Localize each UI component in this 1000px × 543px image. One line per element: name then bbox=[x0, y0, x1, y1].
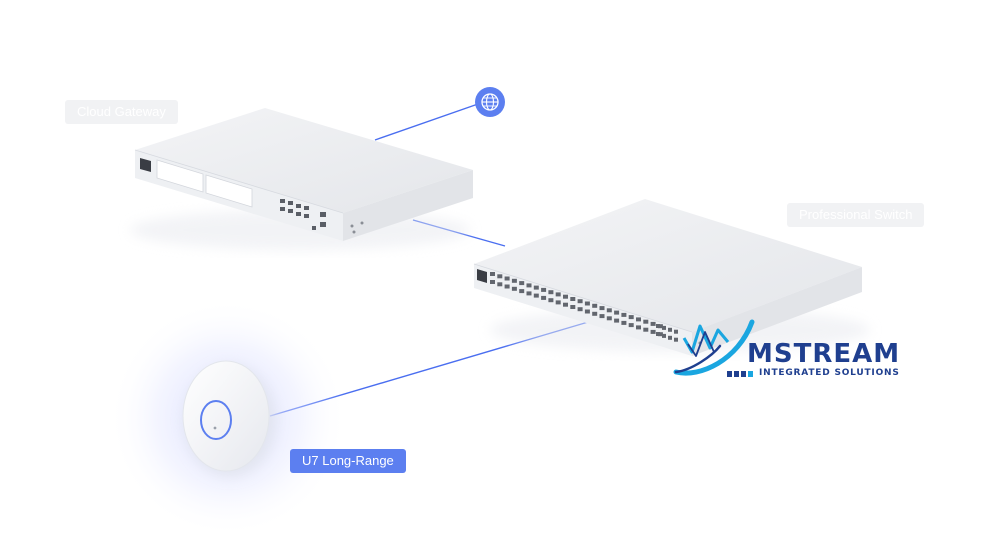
logo-title: MSTREAM bbox=[747, 339, 901, 369]
switch-port bbox=[548, 298, 554, 303]
switch-port bbox=[563, 294, 568, 299]
switch-port bbox=[628, 323, 634, 328]
switch-port bbox=[511, 278, 517, 283]
access-point-label: U7 Long-Range bbox=[290, 449, 406, 473]
switch-port bbox=[519, 289, 525, 294]
switch-port bbox=[526, 291, 532, 296]
switch-port bbox=[511, 286, 517, 291]
switch-ports bbox=[490, 272, 678, 342]
logo-dots-decoration bbox=[727, 371, 753, 377]
switch-port bbox=[621, 320, 627, 325]
switch-port bbox=[636, 325, 641, 330]
switch-port bbox=[592, 311, 598, 316]
switch-port bbox=[606, 316, 612, 321]
switch-port bbox=[519, 281, 525, 286]
switch-sfp-port bbox=[674, 337, 678, 342]
mstream-logo: MSTREAM INTEGRATED SOLUTIONS bbox=[727, 339, 901, 378]
switch-port bbox=[628, 315, 634, 320]
switch-port bbox=[504, 276, 510, 281]
switch-port bbox=[621, 312, 627, 317]
switch-port bbox=[636, 317, 641, 322]
professional-switch-label: Professional Switch bbox=[787, 203, 925, 227]
switch-port bbox=[657, 324, 663, 329]
switch-port bbox=[533, 285, 539, 290]
switch-sfp-port bbox=[662, 325, 666, 330]
switch-port bbox=[526, 283, 532, 288]
switch-port bbox=[490, 280, 495, 284]
switch-port bbox=[650, 329, 656, 334]
switch-port bbox=[570, 305, 576, 309]
switch-port bbox=[614, 318, 620, 323]
logo-subtitle: INTEGRATED SOLUTIONS bbox=[759, 368, 900, 378]
globe-icon bbox=[475, 87, 505, 117]
switch-port bbox=[555, 300, 561, 305]
cloud-gateway-device bbox=[130, 108, 473, 250]
switch-sfp-port bbox=[662, 333, 666, 338]
switch-port bbox=[497, 274, 503, 279]
switch-port bbox=[541, 295, 547, 300]
switch-port bbox=[584, 301, 590, 306]
switch-port bbox=[599, 314, 605, 319]
switch-sfp-port bbox=[674, 329, 678, 334]
mstream-logo-mark bbox=[673, 319, 755, 376]
switch-port bbox=[541, 287, 547, 292]
switch-port bbox=[490, 272, 495, 276]
switch-port bbox=[548, 290, 554, 295]
switch-sfp-port bbox=[656, 324, 660, 328]
switch-port bbox=[643, 319, 649, 324]
switch-port bbox=[614, 310, 620, 315]
switch-sfp-port bbox=[656, 332, 660, 336]
switch-port bbox=[504, 284, 510, 289]
link-gateway-internet bbox=[374, 103, 479, 141]
switch-sfp-port bbox=[668, 327, 672, 332]
switch-port bbox=[577, 299, 583, 304]
switch-port bbox=[497, 282, 503, 287]
switch-port bbox=[606, 308, 612, 313]
switch-sfp-port bbox=[668, 335, 672, 340]
switch-port bbox=[563, 302, 568, 307]
u7-access-point-device bbox=[108, 298, 348, 538]
cloud-gateway-label: Cloud Gateway bbox=[65, 100, 178, 124]
switch-port bbox=[584, 309, 590, 314]
switch-port bbox=[555, 292, 561, 297]
switch-port bbox=[650, 321, 656, 326]
switch-port bbox=[643, 327, 649, 332]
switch-port bbox=[599, 306, 605, 311]
professional-switch-device bbox=[473, 199, 870, 356]
switch-port bbox=[570, 297, 576, 301]
switch-port bbox=[592, 303, 598, 308]
switch-port bbox=[533, 293, 539, 298]
switch-port bbox=[577, 307, 583, 312]
switch-port bbox=[657, 332, 663, 337]
